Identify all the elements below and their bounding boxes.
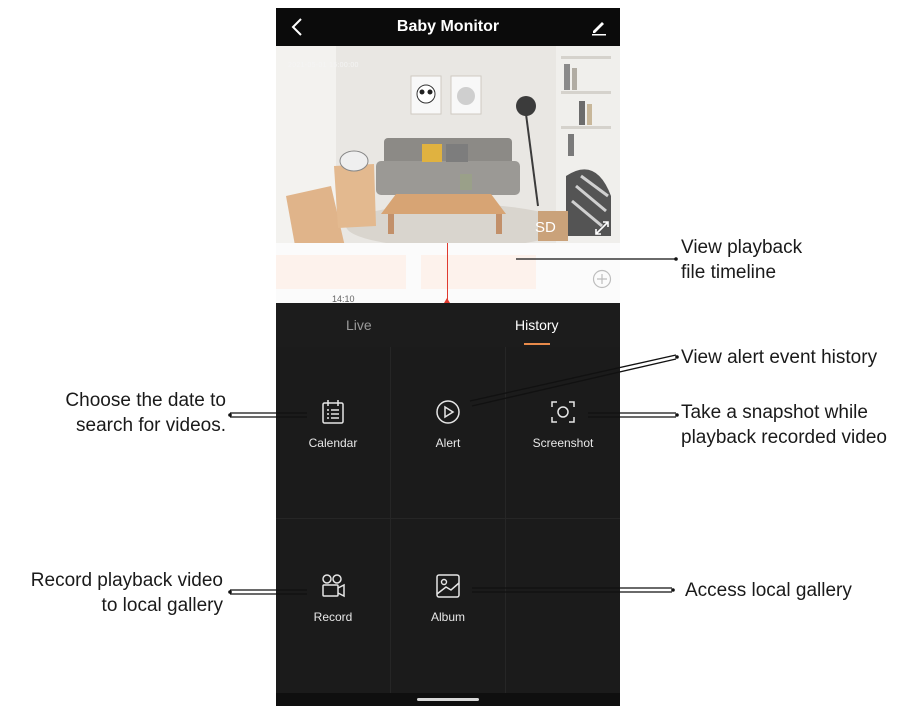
record-annotation-line2: to local gallery [101, 595, 223, 616]
timeline-annotation: View playback file timeline [681, 235, 802, 285]
recording-segment [276, 255, 406, 289]
calendar-icon [322, 400, 344, 424]
grid-divider [505, 347, 506, 693]
fullscreen-icon[interactable] [594, 220, 610, 236]
recording-segment [421, 255, 536, 289]
screenshot-annotation-line1: Take a snapshot while [681, 402, 868, 423]
tab-history[interactable]: History [515, 317, 559, 333]
calendar-annotation-line1: Choose the date to [65, 390, 226, 411]
album-label: Album [430, 610, 465, 624]
screenshot-label: Screenshot [532, 436, 594, 450]
mode-tabs: Live History [276, 303, 620, 347]
screenshot-annotation-line2: playback recorded video [681, 427, 887, 448]
action-grid: Calendar Alert Screenshot Record [276, 347, 620, 693]
timeline-cursor[interactable] [447, 243, 448, 303]
playback-timeline[interactable]: 14:10 [276, 243, 620, 304]
calendar-annotation-line2: search for videos. [76, 415, 226, 436]
quality-toggle-sd[interactable]: SD [535, 219, 556, 236]
album-annotation: Access local gallery [685, 580, 852, 601]
record-annotation: Record playback video to local gallery [0, 568, 223, 618]
grid-divider [276, 518, 620, 519]
image-icon [436, 574, 460, 598]
record-button[interactable]: Record [276, 572, 390, 624]
record-annotation-line1: Record playback video [30, 570, 223, 591]
tab-live[interactable]: Live [346, 317, 372, 333]
active-tab-indicator [524, 343, 550, 345]
alert-annotation: View alert event history [681, 347, 878, 368]
album-button[interactable]: Album [391, 572, 505, 624]
timeline-annotation-line2: file timeline [681, 262, 777, 283]
room-camera-feed [276, 46, 620, 251]
edit-pencil-icon[interactable] [590, 18, 608, 36]
alert-button[interactable]: Alert [391, 398, 505, 450]
video-player[interactable] [276, 46, 620, 251]
video-timestamp: 2021-05-01 15:00:00 [288, 62, 359, 69]
record-label: Record [313, 610, 353, 624]
screenshot-button[interactable]: Screenshot [506, 398, 620, 450]
calendar-annotation: Choose the date to search for videos. [20, 388, 226, 438]
calendar-button[interactable]: Calendar [276, 398, 390, 450]
phone-screen: Baby Monitor [276, 8, 620, 706]
timeline-time-label: 14:10 [332, 294, 355, 304]
top-bar: Baby Monitor [276, 8, 620, 46]
grid-divider [390, 347, 391, 693]
zoom-plus-icon[interactable] [592, 269, 612, 289]
timeline-cursor-marker [444, 298, 450, 303]
timeline-annotation-line1: View playback [681, 237, 803, 258]
back-arrow-icon[interactable] [288, 17, 308, 37]
camera-focus-icon [551, 401, 575, 423]
video-camera-icon [322, 574, 345, 598]
page-title: Baby Monitor [396, 18, 500, 35]
calendar-label: Calendar [308, 436, 358, 450]
alert-label: Alert [435, 436, 461, 450]
screenshot-annotation: Take a snapshot while playback recorded … [681, 400, 887, 450]
home-indicator[interactable] [417, 698, 479, 701]
play-circle-icon [436, 400, 460, 424]
